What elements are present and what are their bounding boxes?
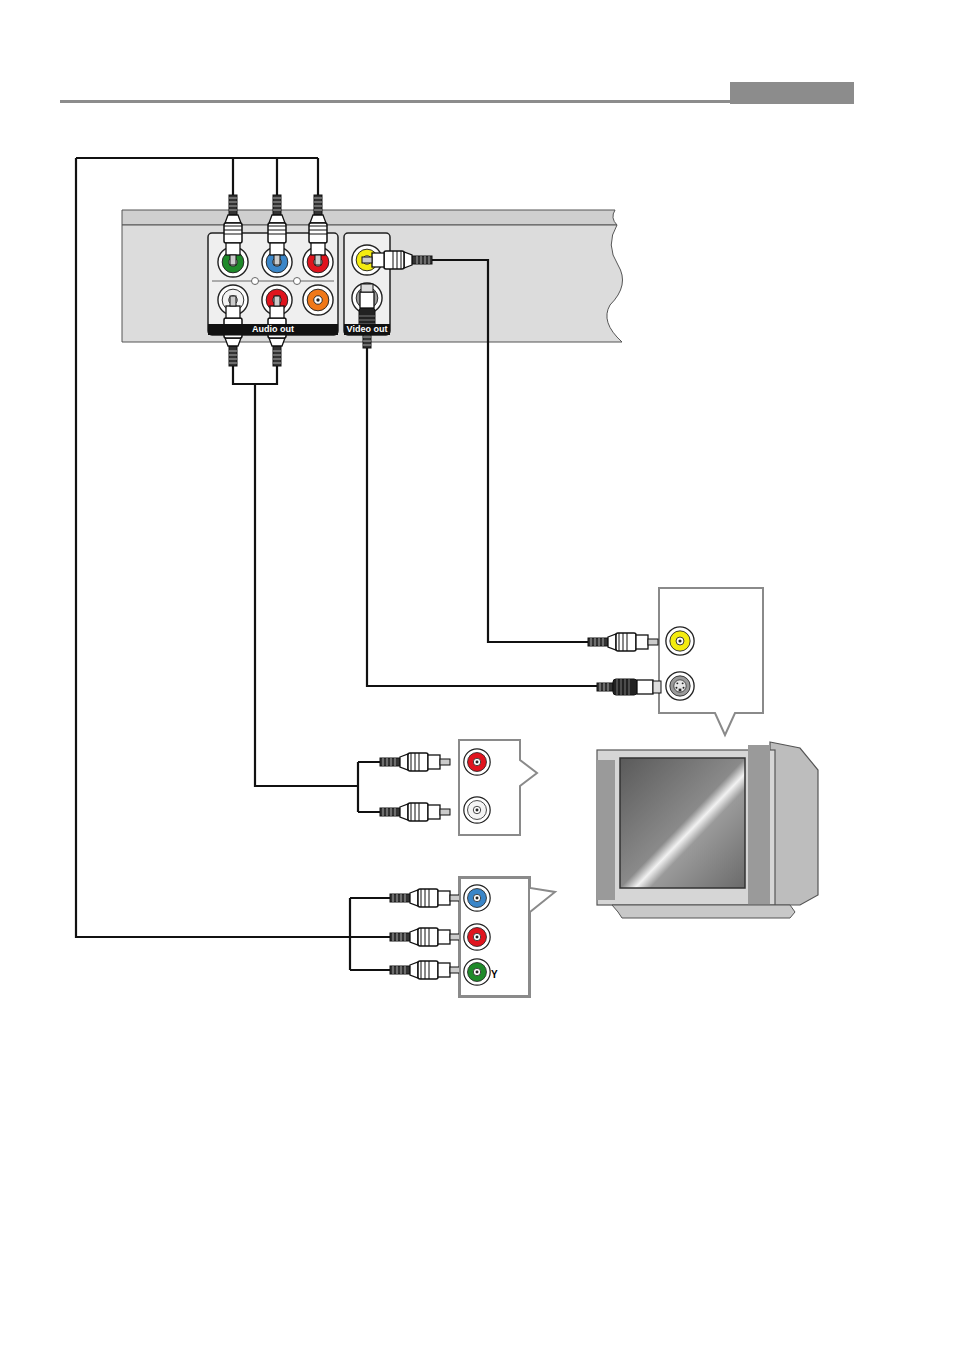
jack-group-label: Audio out [252,324,294,334]
component-label: Y [491,969,498,981]
audio-out-label-strip: Audio out [208,324,338,335]
component-input-callout: Y [459,877,530,997]
video-out-label-strip: Video out [344,324,390,335]
jack-group-label: Video out [347,324,388,334]
